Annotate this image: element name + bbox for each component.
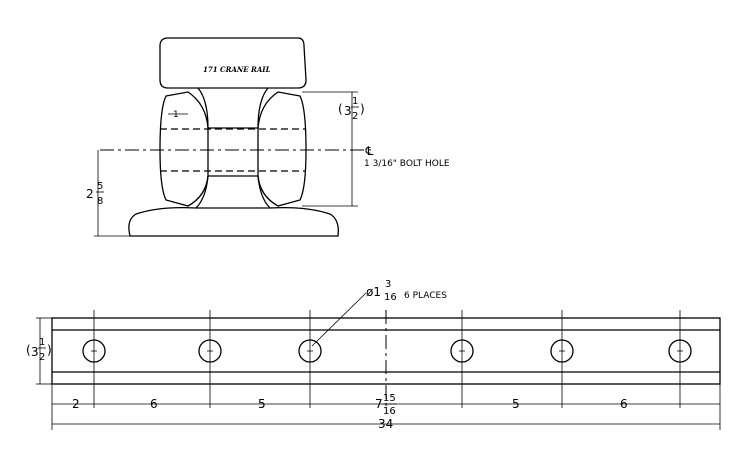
spacing-label: 5: [512, 397, 520, 411]
rail-title: 171 CRANE RAIL: [203, 65, 271, 74]
svg-text:(: (: [26, 343, 31, 357]
bolt-hole-note: 1 3/16" BOLT HOLE: [364, 159, 450, 169]
svg-text:3: 3: [385, 279, 391, 290]
bolt-hole: [668, 310, 692, 408]
web-thickness-dim: 1: [173, 110, 179, 120]
spacing-label: 6: [150, 397, 158, 411]
svg-text:): ): [47, 343, 52, 357]
svg-text:(: (: [338, 102, 343, 116]
right-joint-bar: [257, 91, 307, 207]
rail-head: [159, 37, 307, 89]
svg-text:16: 16: [383, 406, 396, 417]
section-hole-height-dim: 2 5 8: [86, 181, 104, 207]
svg-text:3: 3: [344, 104, 352, 118]
svg-text:2: 2: [86, 187, 94, 201]
bolt-hole: [198, 310, 222, 408]
svg-text:3: 3: [31, 345, 39, 359]
bolt-hole: [550, 310, 574, 408]
spacing-label: 2: [72, 397, 80, 411]
center-gap-dim: 7 15 16: [375, 393, 397, 417]
svg-text:ø1: ø1: [366, 285, 381, 299]
svg-text:5: 5: [97, 181, 103, 192]
svg-text:1: 1: [39, 337, 45, 348]
left-joint-bar: [159, 91, 209, 207]
spacing-label: 5: [258, 397, 266, 411]
svg-text:): ): [360, 102, 365, 116]
spacing-label: 6: [620, 397, 628, 411]
bolt-hole: [298, 310, 322, 408]
rail-base: [128, 206, 339, 237]
centerline-symbol: ℄: [364, 144, 375, 158]
svg-text:8: 8: [97, 196, 103, 207]
svg-text:6 PLACES: 6 PLACES: [404, 291, 447, 301]
overall-length: 34: [378, 417, 393, 431]
svg-text:2: 2: [352, 111, 358, 122]
svg-text:7: 7: [375, 397, 383, 411]
bolt-hole: [82, 310, 106, 408]
svg-text:15: 15: [383, 393, 396, 404]
bolt-hole: [450, 310, 474, 408]
svg-text:2: 2: [39, 352, 45, 363]
splice-bar-plan-view: ø1 3 16 6 PLACES ( 3 1 2 ) 2 6 5 5 6 7 15 16: [26, 279, 721, 431]
svg-text:1: 1: [352, 96, 358, 107]
plan-plate-height-dim: ( 3 1 2 ): [26, 337, 52, 363]
rail-section-view: 171 CRANE RAIL ℄ 1 3/16" BOLT HOLE 1 ( 3: [86, 37, 450, 237]
splice-plate: [51, 317, 721, 385]
hole-callout: ø1 3 16 6 PLACES: [366, 279, 447, 303]
svg-text:16: 16: [384, 292, 397, 303]
section-plate-height-dim: ( 3 1 2 ): [338, 96, 365, 122]
